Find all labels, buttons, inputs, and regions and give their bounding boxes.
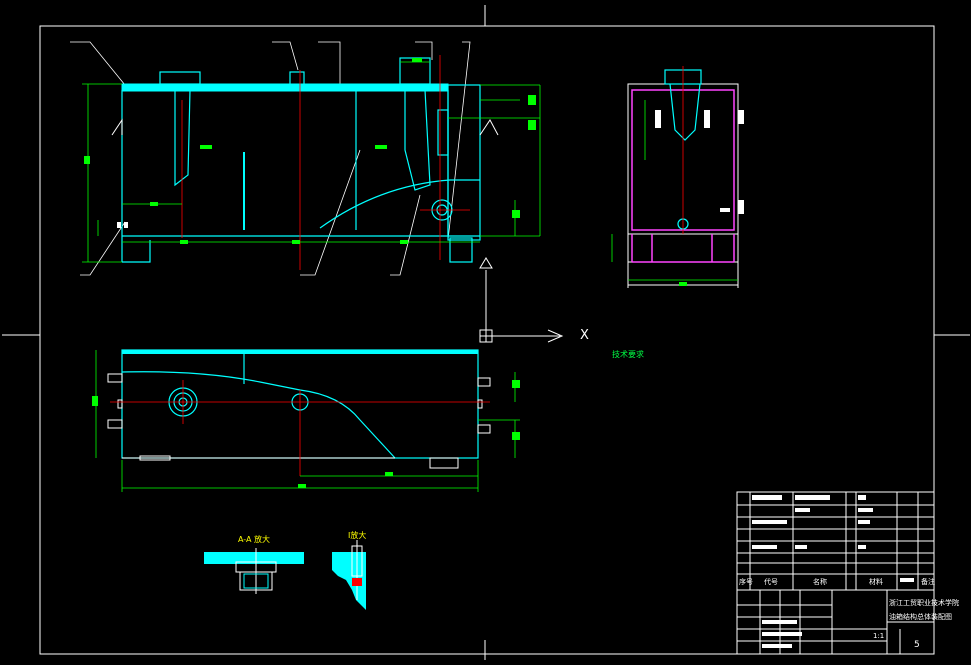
detail-i-label: I放大 [348,531,367,540]
detail-i [332,540,366,610]
tb-title: 油箱结构总体装配图 [889,613,952,621]
axis-x-label: X [580,328,589,343]
title-block-fills [752,495,914,648]
drawing-frame [39,25,935,655]
front-view [70,41,541,276]
tb-header-name: 名称 [813,578,827,586]
tb-header-code: 代号 [764,578,778,586]
tb-header-remark: 备注 [921,578,935,586]
top-view [92,349,520,492]
tech-notes-heading: 技术要求 [612,350,644,359]
detail-a-label: A-A 放大 [238,535,271,544]
tb-scale: 1:1 [873,632,885,640]
detail-a [204,548,304,594]
tb-header-material: 材料 [869,578,883,586]
title-block [736,491,935,655]
technical-notes: 技术要求 [612,348,912,361]
tb-header-index: 序号 [739,578,753,586]
tb-drawing-number: 5 [914,640,920,650]
tb-school: 浙江工贸职业技术学院 [889,599,959,607]
side-view [611,66,744,288]
crosshair [2,5,970,660]
ucs-icon [479,270,564,343]
